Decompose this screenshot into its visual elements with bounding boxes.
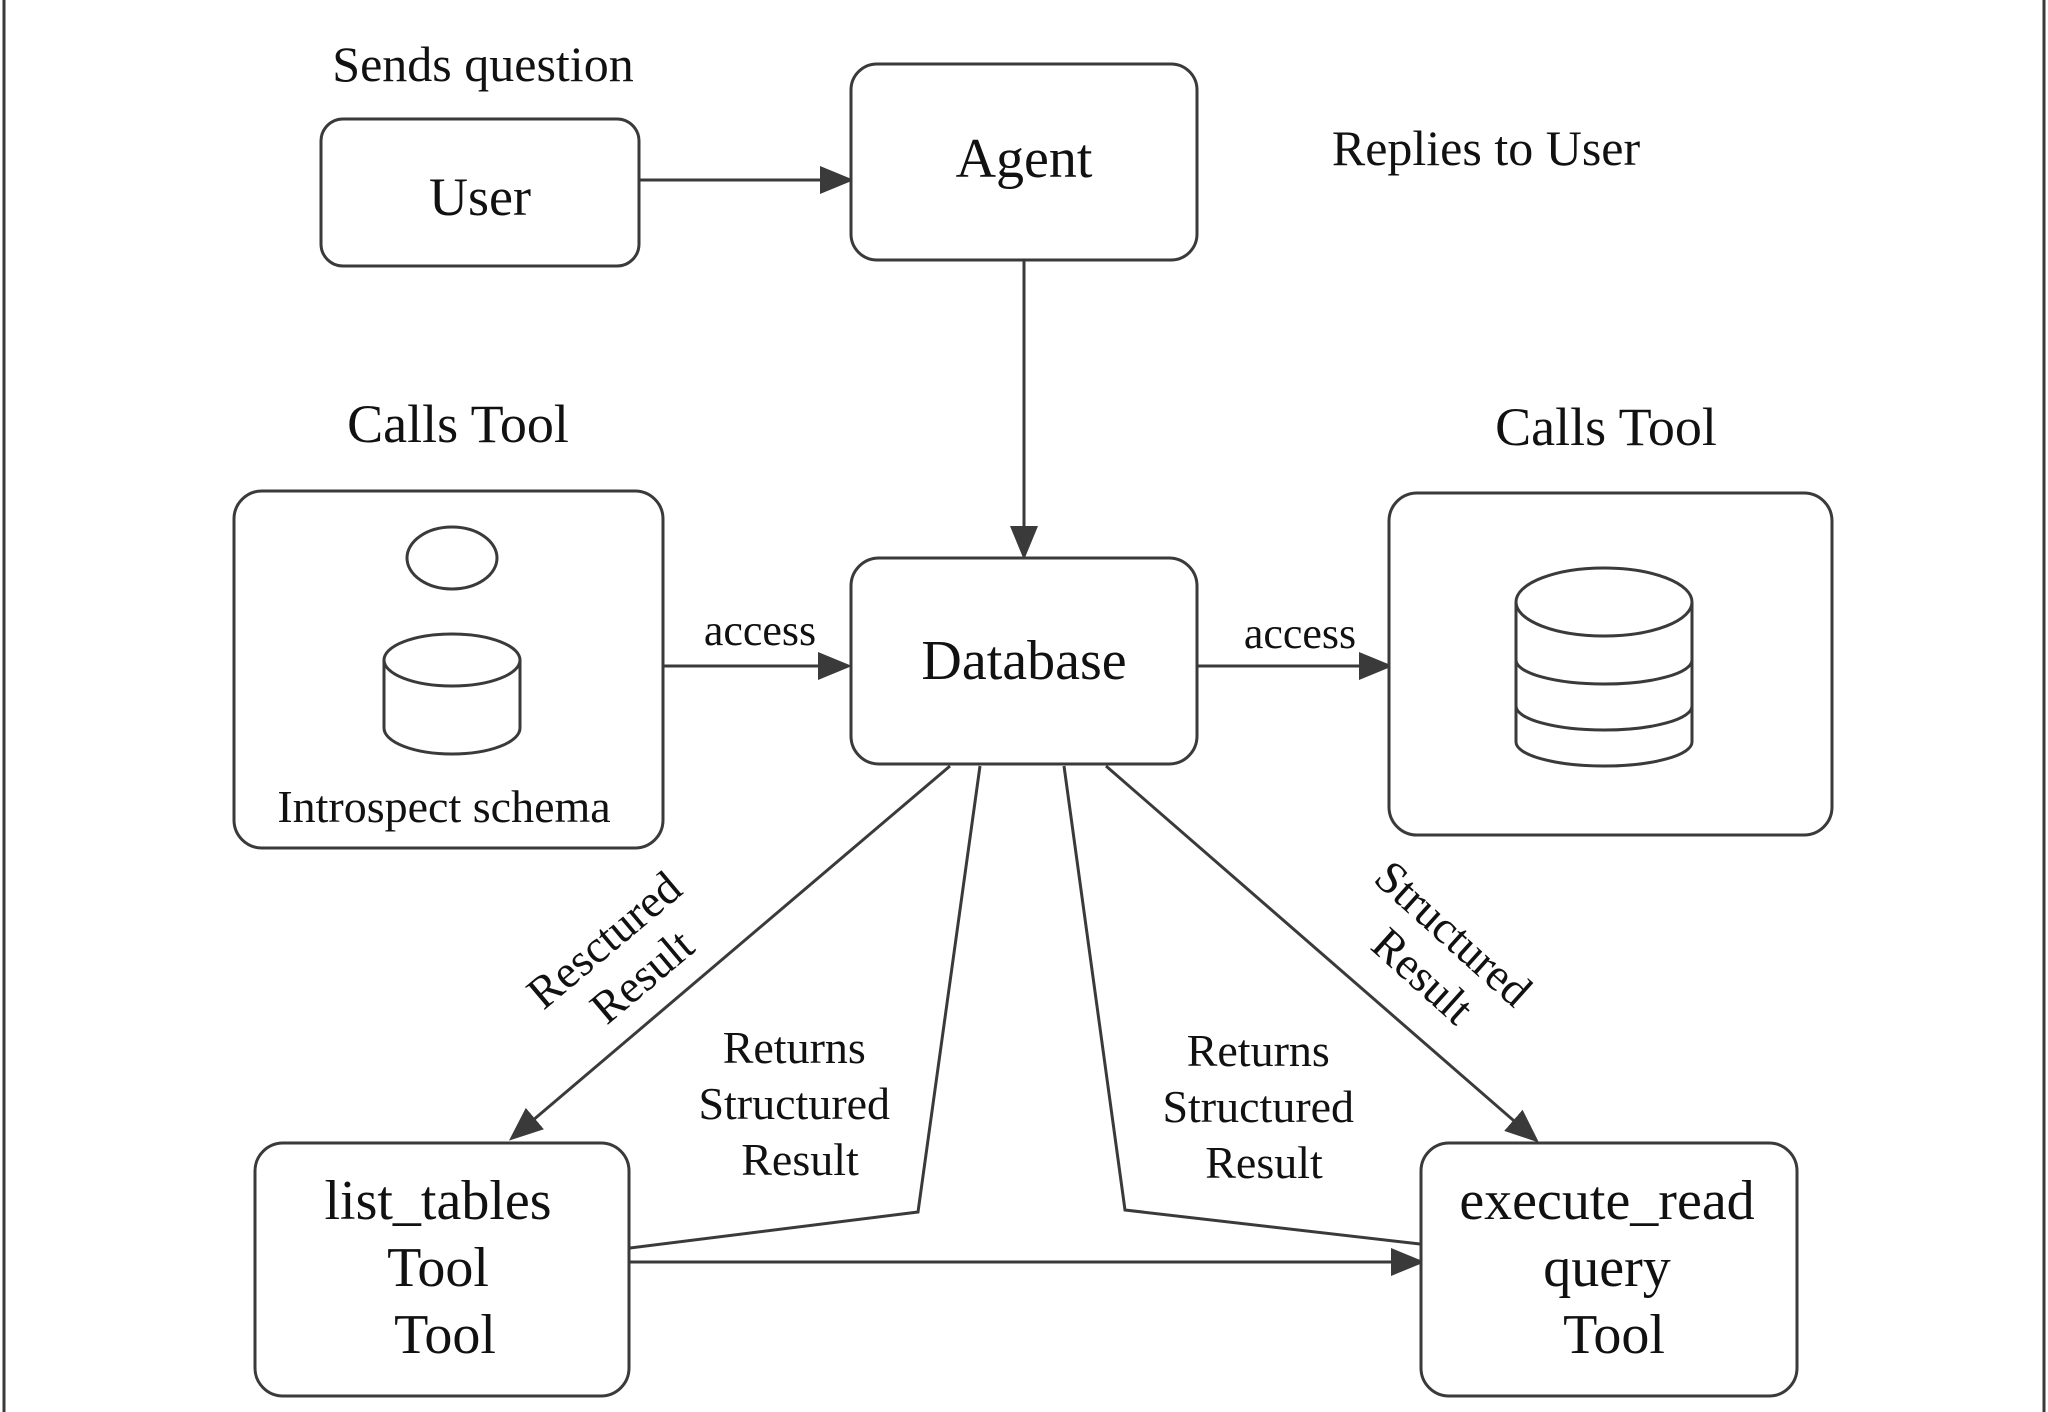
- execute-read-line-1: execute_read: [1459, 1170, 1754, 1232]
- access-left-label: access: [704, 606, 816, 655]
- user-box: [319, 117, 641, 268]
- node-agent: Agent: [849, 62, 1199, 262]
- user-label: User: [429, 167, 531, 227]
- returns-left-line-2: Structured: [698, 1078, 890, 1129]
- introspect-label: Introspect schema: [277, 781, 610, 832]
- execute-read-line-2: query: [1543, 1237, 1671, 1299]
- returns-right-line-1: Returns: [1187, 1025, 1330, 1076]
- stacked-database-icon: [1514, 566, 1694, 768]
- database-cylinder-icon: [382, 632, 522, 756]
- line-list-tables-returns: [629, 765, 982, 1250]
- list-tables-line-2: Tool: [387, 1237, 489, 1299]
- node-storage: [1387, 491, 1834, 837]
- connectors: [508, 166, 1540, 1276]
- rescured-result-label: Resctured Result: [517, 854, 733, 1059]
- returns-right-line-3: Result: [1205, 1137, 1323, 1188]
- list-tables-box: [253, 1141, 631, 1398]
- sends-question-label: Sends question: [332, 36, 633, 92]
- list-tables-line-3: Tool: [394, 1304, 496, 1366]
- agent-label: Agent: [956, 128, 1093, 190]
- returns-left-line-1: Returns: [723, 1022, 866, 1073]
- list-tables-label: list_tables Tool Tool: [324, 1170, 565, 1366]
- replies-to-user-label: Replies to User: [1332, 120, 1641, 176]
- database-label: Database: [921, 630, 1126, 692]
- structured-result-label: Structured Result: [1330, 850, 1550, 1062]
- returns-right-line-2: Structured: [1162, 1081, 1354, 1132]
- execute-read-line-3: Tool: [1563, 1304, 1665, 1366]
- line-execute-read-returns: [1062, 765, 1421, 1246]
- list-tables-line-1: list_tables: [324, 1170, 551, 1232]
- returns-left-label: Returns Structured Result: [698, 1022, 901, 1185]
- node-database: Database: [849, 556, 1199, 766]
- access-right-label: access: [1244, 609, 1356, 658]
- calls-tool-left-label: Calls Tool: [347, 394, 569, 454]
- introspect-oval-shape: [405, 525, 499, 591]
- returns-left-line-3: Result: [741, 1134, 859, 1185]
- arrow-database-to-list-tables: [508, 764, 951, 1141]
- returns-right-label: Returns Structured Result: [1162, 1025, 1365, 1188]
- arrow-database-to-execute-read: [1105, 764, 1540, 1143]
- agent-box: [849, 62, 1199, 262]
- node-introspect-schema: Introspect schema: [232, 489, 665, 850]
- node-user: User: [319, 117, 641, 268]
- execute-read-box: [1419, 1141, 1799, 1398]
- calls-tool-right-label: Calls Tool: [1495, 397, 1717, 457]
- node-execute-read: execute_read query Tool: [1419, 1141, 1799, 1398]
- database-box: [849, 556, 1199, 766]
- execute-read-label: execute_read query Tool: [1459, 1170, 1768, 1366]
- node-list-tables: list_tables Tool Tool: [253, 1141, 631, 1398]
